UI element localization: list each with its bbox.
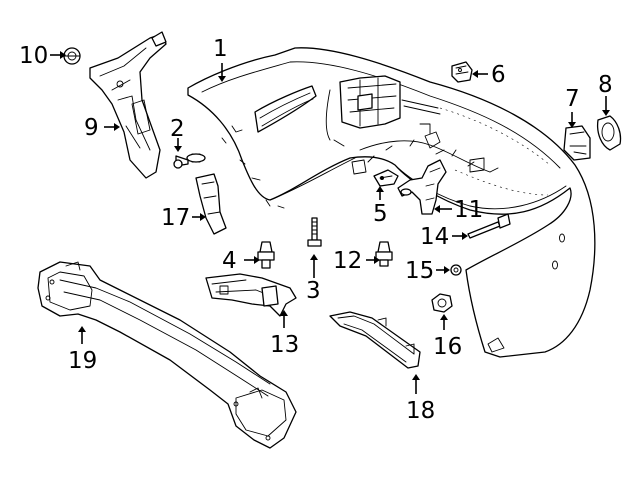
leader-lines bbox=[50, 51, 610, 394]
sensor-bracket-part-7[interactable] bbox=[563, 125, 591, 161]
bolt-part-4[interactable] bbox=[257, 241, 275, 269]
callout-14: 14 bbox=[420, 224, 449, 250]
callout-2: 2 bbox=[170, 116, 185, 142]
callout-8: 8 bbox=[598, 72, 613, 98]
clip-part-5[interactable] bbox=[373, 169, 399, 187]
nut-part-16[interactable] bbox=[431, 293, 453, 313]
callout-15: 15 bbox=[405, 258, 434, 284]
callout-12: 12 bbox=[333, 248, 362, 274]
bracket-part-13[interactable] bbox=[205, 273, 297, 317]
grommet-part-10[interactable] bbox=[63, 47, 81, 65]
sensor-ring-part-8[interactable] bbox=[596, 115, 622, 151]
push-rivet-part-2[interactable] bbox=[173, 153, 206, 169]
callout-5: 5 bbox=[373, 201, 388, 227]
bolt-part-12[interactable] bbox=[375, 241, 393, 267]
bumper-cover-part-1[interactable] bbox=[187, 47, 596, 358]
callout-11: 11 bbox=[454, 197, 483, 223]
callout-6: 6 bbox=[491, 62, 506, 88]
callout-labels: 1 2 3 4 5 6 7 8 9 10 11 12 13 14 15 16 1… bbox=[19, 36, 613, 424]
bracket-part-17[interactable] bbox=[195, 173, 227, 235]
absorber-part-18[interactable] bbox=[329, 311, 421, 369]
clip-part-6[interactable] bbox=[451, 61, 473, 83]
bracket-part-11[interactable] bbox=[397, 159, 447, 215]
callout-17: 17 bbox=[161, 205, 190, 231]
callout-13: 13 bbox=[270, 332, 299, 358]
callout-10: 10 bbox=[19, 43, 48, 69]
callout-16: 16 bbox=[433, 334, 462, 360]
callout-1: 1 bbox=[213, 36, 228, 62]
callout-18: 18 bbox=[406, 398, 435, 424]
callout-4: 4 bbox=[222, 248, 237, 274]
callout-9: 9 bbox=[84, 115, 99, 141]
callout-3: 3 bbox=[306, 278, 321, 304]
washer-part-15[interactable] bbox=[450, 264, 462, 276]
callout-7: 7 bbox=[565, 86, 580, 112]
reinforcement-bar-part-19[interactable] bbox=[37, 261, 297, 449]
side-bracket-part-9[interactable] bbox=[89, 31, 167, 179]
pin-part-14[interactable] bbox=[467, 213, 511, 239]
screw-part-3[interactable] bbox=[307, 217, 322, 247]
callout-19: 19 bbox=[68, 348, 97, 374]
